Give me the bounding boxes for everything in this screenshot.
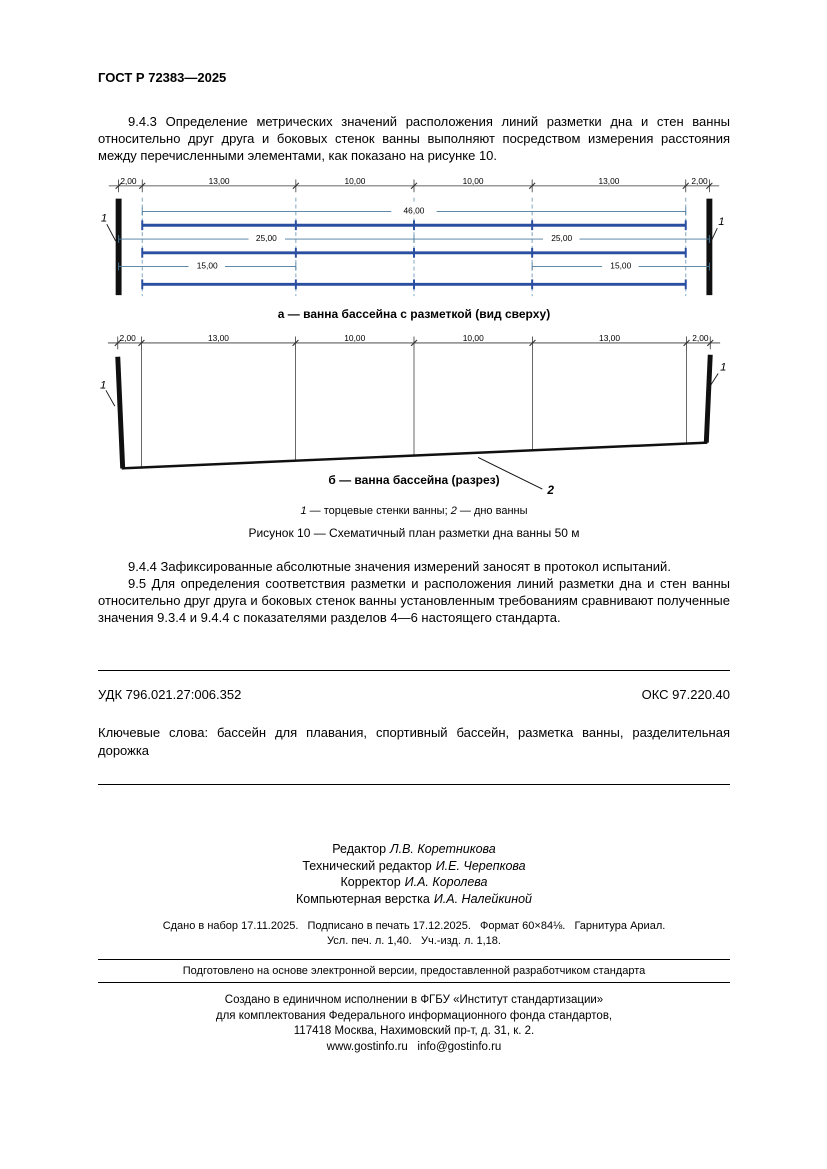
publisher-line: 117418 Москва, Нахимовский пр-т, д. 31, … — [293, 1025, 535, 1037]
oks-code: ОКС 97.220.40 — [641, 687, 730, 702]
wall-label-right: 1 — [718, 216, 724, 228]
end-wall-left — [115, 198, 122, 296]
dim-label: 10,00 — [344, 333, 365, 343]
paragraph-9-4-3: 9.4.3 Определение метрических значений р… — [98, 114, 730, 163]
publisher-line: Создано в единичном исполнении в ФГБУ «И… — [224, 994, 604, 1006]
staff-name: И.А. Налейкиной — [433, 891, 532, 906]
dim-label: 13,00 — [209, 176, 230, 186]
print-line-1: Сдано в набор 17.11.2025. Подписано в пе… — [162, 920, 666, 932]
figure-10: 2,00 13,00 10,00 10,00 13,00 2,00 — [98, 176, 730, 540]
inner-dim-25 — [118, 235, 710, 243]
wall-label-right: 1 — [720, 362, 726, 374]
dim-25-left-label: 25,00 — [256, 233, 277, 243]
dim-label: 10,00 — [344, 176, 365, 186]
paragraph-9-4-4: 9.4.4 Зафиксированные абсолютные значени… — [128, 559, 671, 574]
paragraph-9-5: 9.5 Для определения соответствия разметк… — [98, 576, 730, 625]
wall-label-left: 1 — [101, 212, 107, 224]
dim-label: 13,00 — [208, 333, 229, 343]
leader-line-right — [708, 227, 718, 246]
dim-label: 10,00 — [463, 176, 484, 186]
dimension-ticks — [114, 339, 714, 347]
classification-row: УДК 796.021.27:006.352 ОКС 97.220.40 — [98, 687, 730, 702]
pool-section-diagram: 2,00 13,00 10,00 10,00 13,00 2,00 1 1 — [100, 333, 726, 497]
staff-role: Корректор — [340, 875, 401, 889]
end-wall-left — [115, 356, 126, 469]
leader-line-left — [106, 224, 117, 242]
pool-floor — [121, 441, 708, 470]
leader-line-right — [708, 373, 719, 388]
legend-number-2: 2 — [450, 505, 457, 517]
figure-b-caption: б — ванна бассейна (разрез) — [328, 473, 500, 487]
legend-text-1: — торцевые стенки ванны; — [306, 505, 451, 517]
label-mask — [542, 232, 580, 243]
dim-label: 13,00 — [598, 176, 619, 186]
doc-number: ГОСТ Р 72383—2025 — [98, 70, 227, 85]
marking-line-bottom — [141, 279, 687, 290]
wall-label-left: 1 — [100, 379, 106, 391]
label-mask — [188, 259, 225, 271]
label-mask — [602, 259, 639, 271]
figure-caption: Рисунок 10 — Схематичный план разметки д… — [248, 526, 580, 540]
staff-name: Л.В. Коретникова — [390, 842, 496, 856]
label-mask — [248, 232, 286, 243]
dim-25-right-label: 25,00 — [551, 233, 572, 243]
dim-label: 13,00 — [599, 333, 620, 343]
dimension-ticks — [115, 182, 713, 190]
measurement-verticals — [141, 348, 687, 468]
staff-role: Редактор — [332, 842, 387, 856]
print-info: Сдано в набор 17.11.2025. Подписано в пе… — [98, 919, 730, 949]
end-wall-right — [703, 354, 713, 443]
legend-number-1: 1 — [300, 505, 307, 517]
marking-line-middle — [141, 247, 687, 258]
floor-label: 2 — [546, 483, 554, 497]
staff-name: И.А. Королева — [404, 875, 488, 889]
pool-top-view-diagram: 2,00 13,00 10,00 10,00 13,00 2,00 — [101, 176, 725, 297]
dim-label: 2,00 — [692, 333, 709, 343]
print-line-2: Усл. печ. л. 1,40. Уч.-изд. л. 1,18. — [327, 935, 501, 947]
dimension-labels: 2,00 13,00 10,00 10,00 13,00 2,00 — [120, 176, 708, 186]
floor-leader-line — [477, 457, 543, 490]
keywords-line: Ключевые слова: бассейн для плавания, сп… — [98, 725, 730, 758]
prepared-note: Подготовлено на основе электронной верси… — [182, 965, 646, 977]
legend-text-2: — дно ванны — [456, 505, 528, 517]
leader-line-left — [105, 390, 116, 407]
label-mask — [391, 204, 437, 216]
dim-46-label: 46,00 — [404, 205, 425, 215]
dim-label: 2,00 — [691, 176, 708, 186]
publisher-block: Создано в единичном исполнении в ФГБУ «И… — [98, 993, 730, 1055]
staff-role: Компьютерная верстка — [295, 891, 430, 906]
publisher-line: www.gostinfo.ru info@gostinfo.ru — [326, 1040, 502, 1053]
figure-legend: 1 — торцевые стенки ванны; 2 — дно ванны — [98, 505, 730, 517]
dim-15-left-label: 15,00 — [197, 261, 218, 271]
staff-role: Технический редактор — [302, 858, 432, 873]
divider-rule — [98, 670, 730, 671]
marking-line-top — [141, 220, 687, 231]
staff-name: И.Е. Черепкова — [435, 858, 526, 873]
divider-rule — [98, 784, 730, 785]
figure-a-caption: а — ванна бассейна с разметкой (вид свер… — [277, 307, 551, 321]
dim-label: 2,00 — [120, 176, 137, 186]
prepared-note-strip: Подготовлено на основе электронной верси… — [98, 959, 730, 983]
publisher-line: для комплектования Федерального информац… — [215, 1009, 613, 1022]
dim-label: 10,00 — [463, 333, 484, 343]
dim-label: 2,00 — [119, 333, 136, 343]
dimension-labels: 2,00 13,00 10,00 10,00 13,00 2,00 — [119, 333, 708, 343]
dim-15-right-label: 15,00 — [610, 261, 631, 271]
udk-code: УДК 796.021.27:006.352 — [98, 687, 242, 702]
end-wall-right — [706, 198, 713, 296]
